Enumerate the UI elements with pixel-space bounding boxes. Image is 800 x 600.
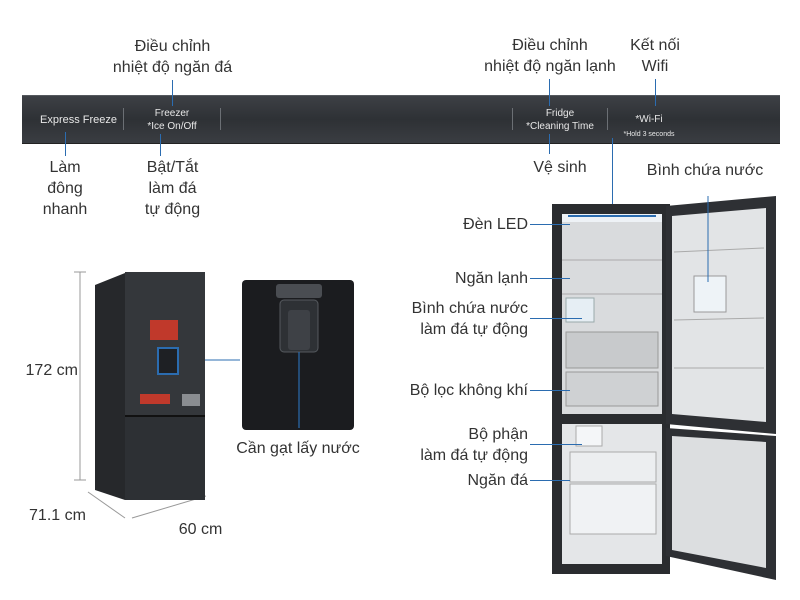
panel-divider (607, 108, 608, 130)
freezer-compartment-callout: Ngăn đá (467, 472, 529, 489)
fridge-temp-line1: Điều chỉnh (512, 37, 588, 54)
callout-line (160, 134, 161, 156)
ice-maker-line2: làm đá tự động (420, 447, 528, 464)
width-dimension: 60 cm (178, 521, 223, 538)
control-panel: Express Freeze Freezer *Ice On/Off Fridg… (22, 95, 780, 144)
ice-water-tank-callout: Bình chứa nước làm đá tự động (390, 298, 528, 340)
ice-water-tank-line2: làm đá tự động (420, 321, 528, 338)
led-guide-line (612, 138, 613, 210)
fridge-open-view (552, 196, 776, 580)
quick-freeze-line2: đông (47, 180, 83, 197)
callout-line (65, 132, 66, 156)
quick-freeze-line1: Làm (49, 159, 81, 176)
callout-line (549, 134, 550, 154)
hold-3-seconds-label: *Hold 3 seconds (623, 131, 675, 138)
fridge-temp-line2: nhiệt độ ngăn lạnh (484, 58, 616, 75)
wifi-callout: Kết nối Wifi (620, 35, 690, 77)
ice-toggle-line1: Bật/Tắt (146, 159, 199, 176)
panel-divider (123, 108, 124, 130)
freezer-temp-line2: nhiệt độ ngăn đá (112, 59, 233, 76)
ice-toggle-line2: làm đá (148, 180, 197, 197)
wifi-label: *Wi-Fi (635, 114, 663, 125)
callout-line (530, 224, 570, 225)
ice-toggle-callout: Bật/Tắt làm đá tự động (130, 157, 215, 220)
callout-line (530, 318, 582, 319)
dispenser-closeup (242, 280, 354, 430)
height-dimension: 172 cm (25, 362, 78, 379)
cleaning-callout: Vệ sinh (533, 159, 587, 176)
ice-water-tank-line1: Bình chứa nước (411, 300, 528, 317)
fridge-compartment-callout: Ngăn lạnh (455, 270, 528, 287)
freezer-temp-line1: Điều chỉnh (134, 38, 211, 55)
dispenser-lever-callout: Cần gạt lấy nước (236, 440, 360, 457)
wifi-line1: Kết nối (630, 37, 680, 54)
express-freeze-label: Express Freeze (40, 114, 118, 126)
led-callout: Đèn LED (463, 216, 528, 233)
ice-toggle-line3: tự động (144, 201, 201, 218)
wifi-line2: Wifi (641, 58, 669, 75)
water-tank-callout: Bình chứa nước (646, 162, 764, 179)
callout-line (655, 79, 656, 106)
panel-divider (512, 108, 513, 130)
freezer-label: Freezer (154, 108, 190, 119)
cleaning-time-label: *Cleaning Time (526, 121, 594, 132)
callout-line (172, 80, 173, 106)
ice-maker-line1: Bộ phận (468, 426, 528, 443)
fridge-temp-callout: Điều chỉnh nhiệt độ ngăn lạnh (470, 35, 630, 77)
fridge-label: Fridge (545, 108, 575, 119)
panel-divider (220, 108, 221, 130)
air-filter-callout: Bộ lọc không khí (409, 382, 528, 399)
fridge-front-view (74, 271, 240, 519)
callout-line (530, 444, 582, 445)
ice-on-off-label: *Ice On/Off (147, 121, 197, 132)
callout-line (530, 278, 570, 279)
depth-dimension: 71.1 cm (29, 507, 86, 524)
freezer-temp-callout: Điều chỉnh nhiệt độ ngăn đá (100, 36, 245, 78)
quick-freeze-line3: nhanh (42, 201, 88, 218)
quick-freeze-callout: Làm đông nhanh (30, 157, 100, 220)
callout-line (530, 480, 570, 481)
callout-line (530, 390, 570, 391)
ice-maker-callout: Bộ phận làm đá tự động (390, 424, 528, 466)
callout-line (549, 79, 550, 106)
